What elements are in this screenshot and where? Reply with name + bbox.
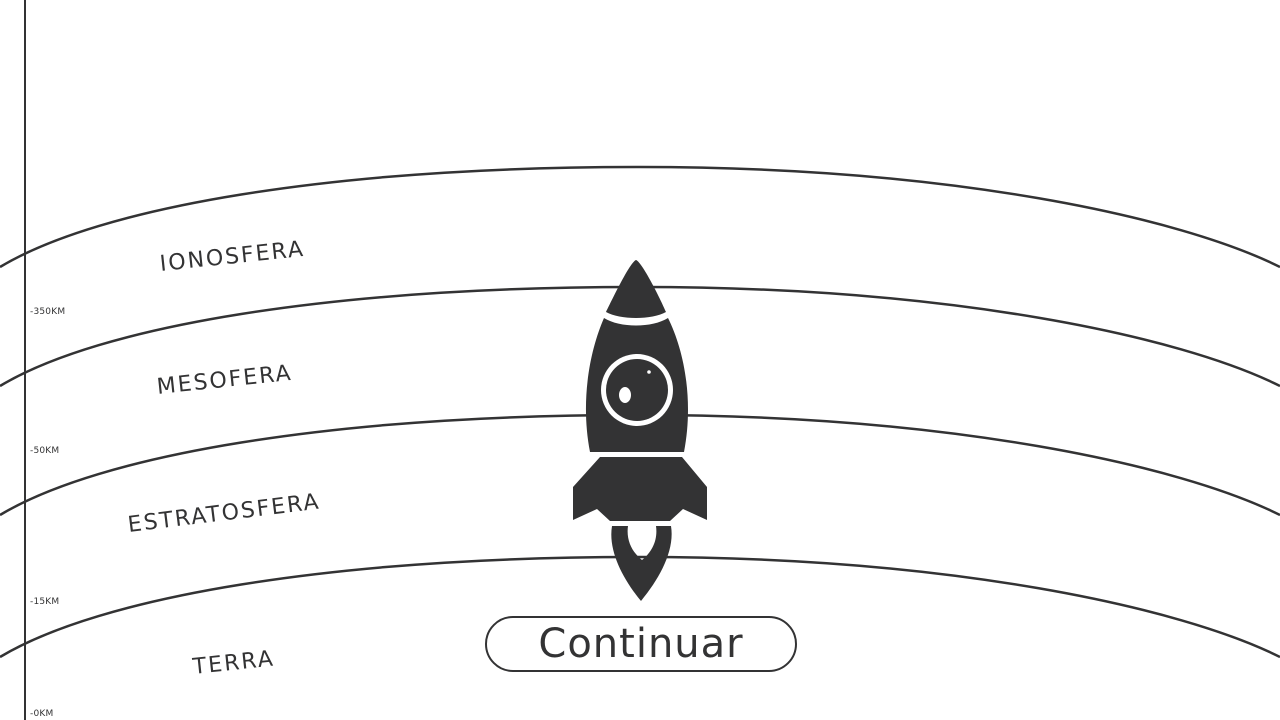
altitude-axis: [24, 0, 26, 720]
altitude-tick-0km: -0KM: [30, 709, 54, 719]
rocket-window-sparkle: [647, 370, 651, 374]
continue-button[interactable]: Continuar: [485, 616, 797, 672]
rocket-fins: [573, 457, 707, 521]
rocket-nose: [606, 260, 666, 318]
altitude-tick-50km: -50KM: [30, 446, 60, 456]
rocket-flame: [611, 526, 672, 601]
rocket-icon: [573, 260, 707, 601]
rocket-window: [606, 359, 668, 421]
layer-boundary-earth-top: [0, 555, 1280, 659]
rocket-window-highlight: [619, 387, 631, 403]
altitude-tick-15km: -15KM: [30, 597, 60, 607]
altitude-tick-350km: -350KM: [30, 307, 66, 317]
layer-boundary-ionosphere-top: [0, 165, 1280, 269]
